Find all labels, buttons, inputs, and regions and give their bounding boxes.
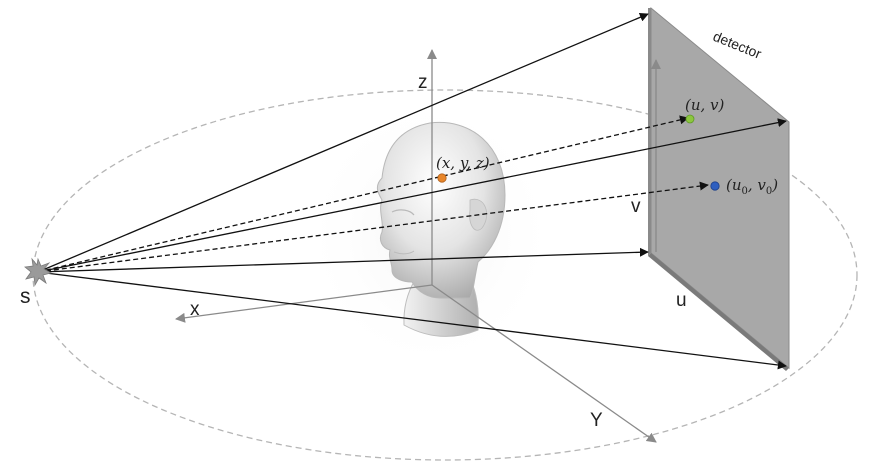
ray-bottom-left bbox=[37, 247, 649, 273]
v-axis-label: v bbox=[631, 196, 641, 217]
x-axis bbox=[175, 284, 433, 323]
y-axis-label: Y bbox=[590, 410, 603, 431]
point-uv-marker bbox=[685, 114, 695, 124]
point-xyz-label: (x, y, z) bbox=[436, 154, 490, 172]
mannequin-head-icon bbox=[376, 121, 506, 337]
u0v0-close: ) bbox=[771, 176, 778, 194]
ray-bottom-right bbox=[37, 271, 787, 370]
point-u0v0-marker bbox=[710, 181, 720, 191]
detector-panel bbox=[648, 6, 790, 371]
ray-top-left bbox=[37, 13, 649, 273]
point-uv-label: (u, v) bbox=[685, 96, 725, 114]
detector-label: detector bbox=[711, 28, 764, 62]
rays bbox=[37, 13, 787, 370]
star-burst-icon bbox=[24, 257, 53, 287]
point-u0v0-label: (u0, v0) bbox=[726, 176, 778, 197]
z-axis-label: z bbox=[418, 72, 428, 93]
u0v0-mid: , v bbox=[748, 176, 767, 194]
ray-through-point bbox=[37, 115, 689, 273]
x-axis-label: x bbox=[190, 299, 200, 320]
central-ray bbox=[37, 181, 709, 273]
point-xyz-marker bbox=[437, 173, 447, 183]
u0v0-open: (u bbox=[726, 176, 742, 194]
u0v0-sub-b: 0 bbox=[766, 186, 772, 197]
y-axis bbox=[431, 284, 657, 443]
u-axis-label: u bbox=[676, 290, 687, 311]
ray-top-right bbox=[37, 118, 787, 273]
axes bbox=[175, 49, 661, 443]
u0v0-sub-a: 0 bbox=[742, 186, 748, 197]
source-label: s bbox=[20, 285, 31, 308]
